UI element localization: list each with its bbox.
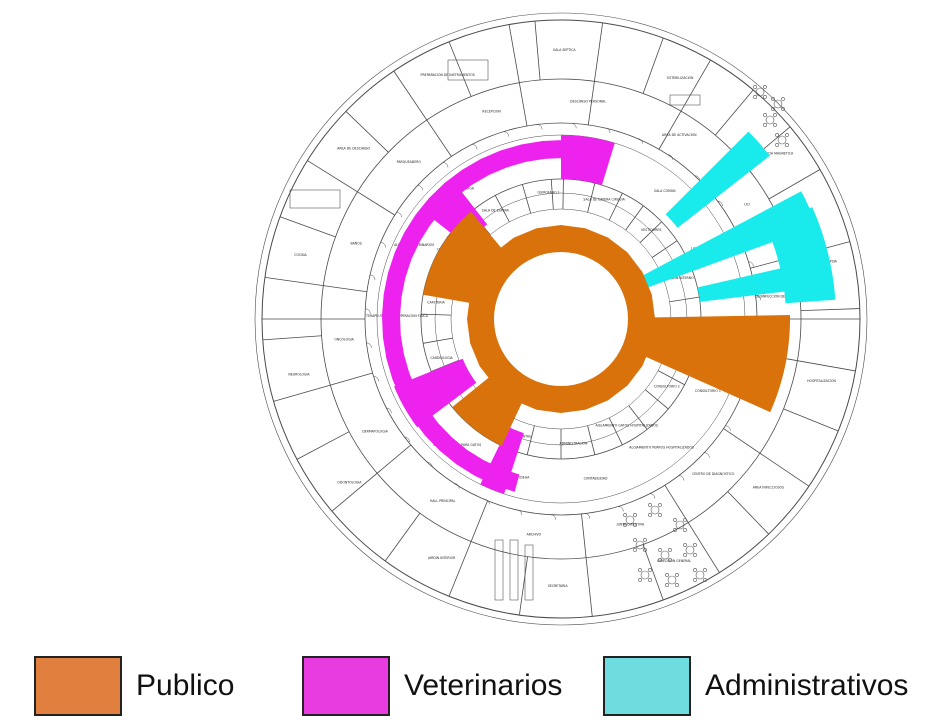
room-label: ALOJAMIENTO PERROS HOSPITALIZADOS bbox=[629, 446, 694, 450]
legend-swatch-administrativos bbox=[603, 656, 691, 716]
zone-veterinarios bbox=[382, 135, 615, 494]
legend: Publico Veterinarios Administrativos bbox=[0, 640, 927, 724]
room-label: CARDIOLOGIA bbox=[430, 356, 453, 360]
legend-label-administrativos: Administrativos bbox=[705, 669, 909, 702]
legend-item-administrativos: Administrativos bbox=[603, 654, 908, 718]
room-label: ADMINISTRACION bbox=[560, 441, 589, 445]
furniture bbox=[289, 59, 789, 601]
room-label: DESINFECCION DE EQUIPOS bbox=[756, 294, 801, 298]
zone-administrativos bbox=[622, 131, 836, 304]
room-label: QUIROFANO 1 bbox=[537, 191, 559, 195]
room-label: AREA DE ACTIVACION bbox=[662, 133, 697, 137]
room-label: RESONANCIA MAGNETICA bbox=[752, 152, 794, 156]
floor-plan: PREPARACION DE INSTRUMENTOSRECEPCIONESTA… bbox=[254, 12, 868, 626]
room-label: ONCOLOGIA bbox=[334, 338, 354, 342]
room-label: PARQUEADERO bbox=[397, 160, 422, 164]
legend-swatch-publico bbox=[34, 656, 122, 716]
room-label: SALA SEPTICA bbox=[553, 48, 576, 52]
room-label: CONSULTORIO 1 bbox=[695, 389, 721, 393]
legend-swatch-veterinarios bbox=[302, 656, 390, 716]
room-label: BODEGA bbox=[516, 475, 531, 479]
room-label: DESCANSO PERSONAL bbox=[570, 100, 606, 104]
legend-label-publico: Publico bbox=[136, 669, 235, 702]
room-label: ODONTOLOGIA bbox=[337, 481, 362, 485]
room-label: SALA DE ESPERA CIRUGIA bbox=[583, 198, 625, 202]
room-label: COCINA bbox=[294, 253, 307, 257]
legend-item-veterinarios: Veterinarios bbox=[302, 654, 562, 718]
room-label: DIRECCION GENERAL bbox=[657, 559, 691, 563]
room-label: JUNTA DIRECTIVA bbox=[616, 523, 645, 527]
legend-item-publico: Publico bbox=[34, 654, 234, 718]
central-courtyard bbox=[494, 252, 628, 386]
room-label: NEUROLOGIA bbox=[288, 372, 310, 376]
room-label: AREA DE DESCANSO bbox=[337, 146, 370, 150]
room-label: CONSULTORIO 2 bbox=[654, 384, 680, 388]
room-label: SALA DE ESPERA bbox=[482, 209, 510, 213]
room-label: HOSPITALIZACION bbox=[807, 379, 836, 383]
room-label: JARDIN INTERNO bbox=[666, 276, 694, 280]
room-label: ARCHIVO bbox=[527, 532, 542, 536]
room-label: HALL PRINCIPAL bbox=[430, 499, 456, 503]
room-label: VESTIDORES bbox=[641, 228, 661, 232]
room-label: AISLAMIENTO GATOS HOSPITALIZADOS bbox=[596, 424, 658, 428]
room-label: SALA COMUN bbox=[654, 189, 676, 193]
room-label: BAÑOS bbox=[350, 240, 361, 245]
room-label: JARDIN INTERIOR bbox=[427, 556, 456, 560]
legend-label-veterinarios: Veterinarios bbox=[404, 669, 563, 702]
room-label: CAFETERIA bbox=[427, 300, 445, 304]
room-label: DERMATOLOGIA bbox=[362, 430, 388, 434]
room-label: RECEPCION bbox=[482, 109, 501, 113]
room-label: ESTERILIZACION bbox=[667, 76, 694, 80]
room-label: CONTABILIDAD bbox=[584, 476, 608, 480]
room-label: AREA INFECCIOSOS bbox=[753, 486, 784, 490]
room-label: CENTRO DE DIAGNOSTICO bbox=[692, 472, 735, 476]
room-label: SECRETARIA bbox=[548, 584, 569, 588]
room-label: UCI bbox=[744, 202, 750, 206]
